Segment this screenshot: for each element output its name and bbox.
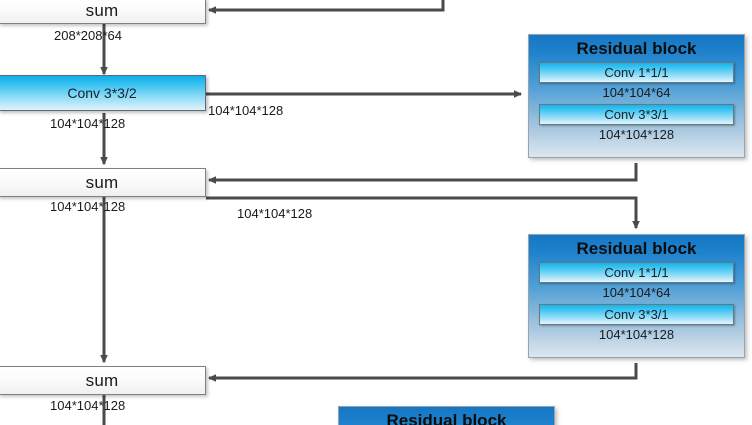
residual-block-1-dim-b: 104*104*128	[598, 127, 675, 142]
residual-block-1-conv-b[interactable]: Conv 3*3/1	[539, 104, 734, 125]
edge-residual1-to-sum2	[207, 163, 638, 184]
dim-below-sum3: 104*104*128	[50, 398, 126, 413]
sum-box-3-label: sum	[85, 370, 119, 390]
residual-block-2-dim-a: 104*104*64	[602, 285, 671, 300]
residual-block-2-dim-b: 104*104*128	[598, 327, 675, 342]
sum-box-1-label: sum	[85, 1, 119, 20]
residual-block-3-title: Residual block	[386, 411, 507, 425]
residual-block-1[interactable]: Residual block Conv 1*1/1 104*104*64 Con…	[528, 34, 745, 158]
sum-box-1[interactable]: sum	[0, 0, 206, 24]
sum-box-3[interactable]: sum	[0, 366, 206, 395]
sum-box-2[interactable]: sum	[0, 168, 206, 197]
edge-sum2-to-residual2	[206, 196, 640, 230]
residual-block-2-title: Residual block	[576, 239, 697, 258]
sum-box-2-label: sum	[85, 172, 119, 192]
residual-block-1-dim-a: 104*104*64	[602, 85, 671, 100]
dim-conv1-to-residual1: 104*104*128	[208, 103, 284, 118]
residual-block-2-conv-a[interactable]: Conv 1*1/1	[539, 262, 734, 283]
dim-sum2-to-residual2: 104*104*128	[237, 206, 313, 221]
edge-residual2-to-sum3	[207, 363, 638, 382]
residual-block-2[interactable]: Residual block Conv 1*1/1 104*104*64 Con…	[528, 234, 745, 358]
dim-conv1-to-sum2: 104*104*128	[50, 116, 126, 131]
edge-into-sum1	[207, 0, 445, 14]
residual-block-1-conv-a[interactable]: Conv 1*1/1	[539, 62, 734, 83]
dim-sum2-to-sum3: 104*104*128	[50, 199, 126, 214]
conv-box-1-label: Conv 3*3/2	[67, 85, 137, 101]
residual-block-3[interactable]: Residual block Conv 1*1/1 104*104*64 Con…	[338, 406, 555, 425]
dim-sum1-to-conv1: 208*208*64	[54, 28, 122, 43]
residual-block-2-conv-b[interactable]: Conv 3*3/1	[539, 304, 734, 325]
conv-box-1[interactable]: Conv 3*3/2	[0, 75, 206, 111]
residual-block-1-title: Residual block	[576, 39, 697, 58]
